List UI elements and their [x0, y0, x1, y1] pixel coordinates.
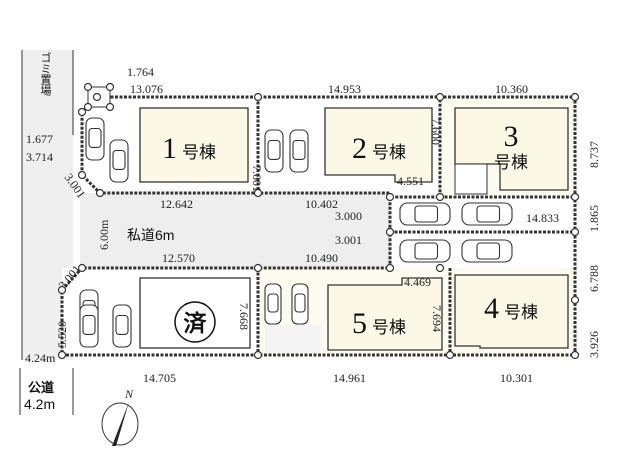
- boundary-marker: [105, 82, 115, 92]
- boundary-marker: [253, 188, 263, 198]
- public-road-width: 4.2m: [24, 396, 55, 412]
- boundary-marker: [253, 263, 263, 273]
- boundary-marker: [385, 227, 395, 237]
- boundary-marker: [77, 170, 87, 180]
- dim-park-2: 3.001: [335, 233, 362, 247]
- dim-left-a: 1.677: [26, 132, 53, 146]
- building-1: [139, 107, 249, 183]
- car-icon: [264, 283, 282, 325]
- dim-road-top-2: 10.402: [305, 197, 338, 211]
- boundary-marker: [570, 92, 580, 102]
- dim-top-3: 10.360: [495, 82, 528, 96]
- building-4-suffix: 号棟: [504, 303, 538, 322]
- boundary-marker: [385, 192, 395, 202]
- dim-park-len: 14.833: [526, 211, 559, 225]
- car-icon: [79, 304, 99, 348]
- boundary-marker: [83, 102, 93, 112]
- boundary-marker: [445, 350, 455, 360]
- car-icon: [399, 239, 451, 263]
- dim-depth-sold: 7.668: [237, 303, 251, 330]
- building-3-number: 3: [504, 120, 519, 153]
- private-road-width: 6.00m: [97, 219, 111, 250]
- boundary-points: [57, 82, 580, 360]
- building-3-suffix: 号棟: [494, 153, 528, 172]
- dim-bot-2: 14.961: [333, 371, 366, 385]
- car-icon: [112, 304, 132, 348]
- dim-b5-step: 4.469: [404, 275, 431, 289]
- dim-right-4a: 6.788: [587, 265, 601, 292]
- dim-b2-step: 4.551: [397, 174, 424, 188]
- dim-road-bot-2: 10.490: [305, 251, 338, 265]
- building-2-suffix: 号棟: [372, 143, 406, 162]
- dim-depth-2: 7.600: [429, 118, 443, 145]
- dim-depth-5: 7.694: [430, 305, 444, 332]
- building-5: [327, 277, 443, 351]
- sold-badge: [174, 301, 216, 343]
- boundary-marker: [77, 263, 87, 273]
- building-4: [454, 274, 569, 349]
- dim-road-bot-1: 12.570: [162, 251, 195, 265]
- car-icon: [291, 283, 309, 325]
- public-road-label: 公道: [28, 380, 54, 395]
- garden-area: [265, 325, 321, 353]
- private-road-label: 私道6m: [127, 227, 174, 243]
- dim-left-bot: 5.520: [55, 321, 69, 348]
- boundary-marker: [570, 350, 580, 360]
- dim-road-top-1: 12.642: [160, 197, 193, 211]
- boundary-marker: [57, 350, 67, 360]
- building-2-number: 2: [352, 132, 367, 165]
- compass-icon: N: [101, 387, 139, 446]
- dim-depth-1: 7.601: [250, 165, 264, 192]
- dimensions: 13.076 1.764 14.953 10.360 8.737 1.865 6…: [26, 65, 601, 385]
- dim-right-mid: 1.865: [587, 205, 601, 232]
- private-road: [80, 193, 390, 269]
- boundary-marker: [105, 102, 115, 112]
- boundary-marker: [83, 82, 93, 92]
- car-icon: [85, 117, 105, 161]
- dim-top-1: 13.076: [130, 82, 163, 96]
- boundary-marker: [95, 188, 105, 198]
- dim-bot-1: 14.705: [143, 371, 176, 385]
- sold-label: 済: [184, 310, 208, 336]
- car-icon: [289, 129, 309, 173]
- boundary-marker: [435, 92, 445, 102]
- public-setback: 4.24m: [25, 351, 56, 365]
- boundary-marker: [570, 295, 580, 305]
- building-1-suffix: 号棟: [182, 143, 216, 162]
- building-1-number: 1: [162, 132, 177, 165]
- car-icon: [461, 202, 513, 226]
- boundary-marker: [253, 92, 263, 102]
- compass-label: N: [124, 387, 134, 401]
- building-4-number: 4: [484, 292, 499, 325]
- dim-top-2: 14.953: [328, 82, 361, 96]
- boundary-marker: [385, 263, 395, 273]
- garbage-area-label: ゴミ置場: [39, 51, 52, 97]
- boundary-marker: [57, 285, 67, 295]
- dim-left-b: 3.714: [26, 150, 53, 164]
- dim-park-1: 3.000: [335, 209, 362, 223]
- boundary-marker: [435, 192, 445, 202]
- boundary-marker: [253, 350, 263, 360]
- car-icon: [399, 202, 451, 226]
- dim-right-3: 8.737: [587, 141, 601, 168]
- boundary-marker: [77, 107, 87, 117]
- car-icon: [461, 239, 513, 263]
- car-icon: [264, 129, 284, 173]
- dim-right-4b: 3.926: [587, 331, 601, 358]
- car-icon: [109, 139, 129, 183]
- boundary-marker: [92, 92, 102, 102]
- building-5-suffix: 号棟: [372, 318, 406, 337]
- boundary-marker: [570, 192, 580, 202]
- boundary-marker: [570, 227, 580, 237]
- dim-bot-3: 10.301: [500, 371, 533, 385]
- parking-cars: [79, 117, 513, 348]
- building-2: [324, 107, 433, 183]
- boundary-marker: [435, 263, 445, 273]
- building-3-entrance: [454, 163, 488, 195]
- building-5-number: 5: [352, 307, 367, 340]
- dim-corner-1: 1.764: [127, 65, 154, 79]
